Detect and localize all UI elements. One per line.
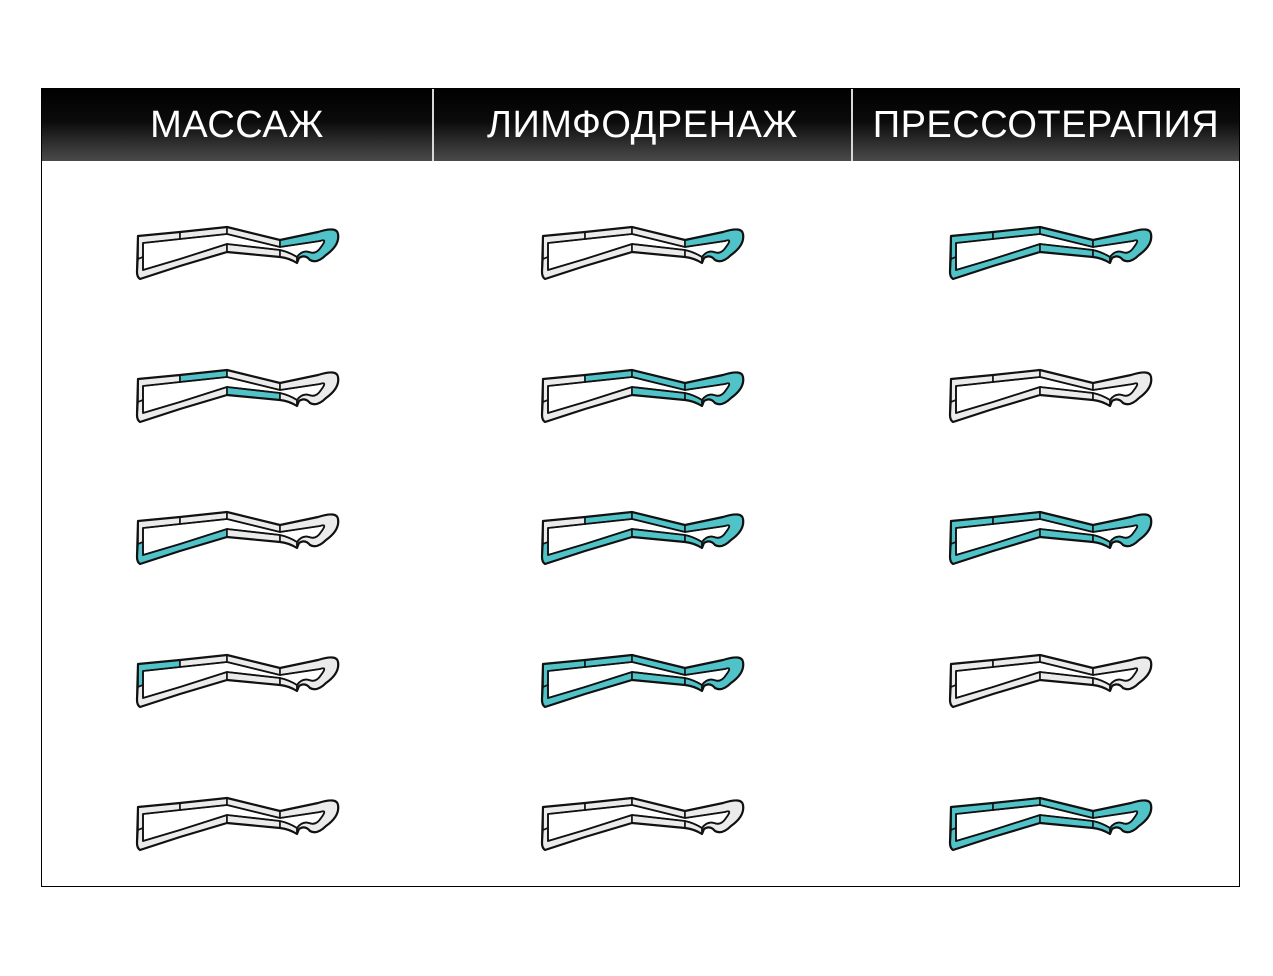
- leg-diagram-lymphodrainage-step-5: [539, 785, 749, 859]
- leg-outline: [948, 796, 1153, 852]
- leg-icon: [135, 653, 340, 709]
- leg-icon: [135, 510, 340, 566]
- leg-outline: [540, 510, 745, 566]
- leg-outline: [540, 653, 745, 709]
- leg-inner-outline: [955, 661, 1139, 699]
- tab-pressotherapy[interactable]: ПРЕССОТЕРАПИЯ: [851, 89, 1239, 161]
- leg-grid: [42, 161, 1239, 886]
- leg-inner-outline: [955, 233, 1139, 271]
- leg-inner-outline: [142, 376, 326, 414]
- leg-icon: [135, 796, 340, 852]
- leg-outline: [540, 796, 745, 852]
- leg-outline: [135, 653, 340, 709]
- leg-diagram-lymphodrainage-step-2: [539, 357, 749, 431]
- leg-outline: [948, 510, 1153, 566]
- leg-diagram-pressotherapy-step-3: [947, 499, 1157, 573]
- leg-inner-outline: [547, 804, 731, 842]
- leg-inner-outline: [955, 376, 1139, 414]
- leg-icon: [948, 510, 1153, 566]
- leg-outline: [135, 225, 340, 281]
- leg-diagram-pressotherapy-step-2: [947, 357, 1157, 431]
- leg-outline: [540, 368, 745, 424]
- leg-diagram-pressotherapy-step-5: [947, 785, 1157, 859]
- leg-inner-outline: [547, 518, 731, 556]
- leg-inner-outline: [142, 518, 326, 556]
- leg-icon: [948, 653, 1153, 709]
- tab-lymphodrainage[interactable]: ЛИМФОДРЕНАЖ: [432, 89, 851, 161]
- leg-inner-outline: [142, 233, 326, 271]
- leg-icon: [540, 510, 745, 566]
- mode-header: МАССАЖ ЛИМФОДРЕНАЖ ПРЕССОТЕРАПИЯ: [42, 89, 1239, 161]
- leg-outline: [948, 653, 1153, 709]
- leg-icon: [948, 368, 1153, 424]
- leg-diagram-massage-step-1: [134, 214, 344, 288]
- leg-inner-outline: [547, 233, 731, 271]
- leg-icon: [948, 796, 1153, 852]
- leg-icon: [948, 225, 1153, 281]
- leg-inner-outline: [142, 661, 326, 699]
- leg-diagram-lymphodrainage-step-3: [539, 499, 749, 573]
- leg-inner-outline: [142, 804, 326, 842]
- leg-outline: [540, 225, 745, 281]
- mode-panel: МАССАЖ ЛИМФОДРЕНАЖ ПРЕССОТЕРАПИЯ: [41, 88, 1240, 887]
- leg-diagram-lymphodrainage-step-4: [539, 642, 749, 716]
- leg-icon: [135, 368, 340, 424]
- leg-diagram-massage-step-5: [134, 785, 344, 859]
- leg-outline: [135, 510, 340, 566]
- leg-diagram-massage-step-2: [134, 357, 344, 431]
- leg-diagram-massage-step-3: [134, 499, 344, 573]
- leg-icon: [540, 225, 745, 281]
- leg-inner-outline: [955, 518, 1139, 556]
- leg-outline: [948, 225, 1153, 281]
- leg-diagram-lymphodrainage-step-1: [539, 214, 749, 288]
- leg-outline: [135, 796, 340, 852]
- leg-diagram-massage-step-4: [134, 642, 344, 716]
- leg-diagram-pressotherapy-step-1: [947, 214, 1157, 288]
- leg-inner-outline: [955, 804, 1139, 842]
- leg-inner-outline: [547, 661, 731, 699]
- leg-icon: [540, 368, 745, 424]
- leg-outline: [948, 368, 1153, 424]
- leg-inner-outline: [547, 376, 731, 414]
- leg-icon: [540, 653, 745, 709]
- leg-icon: [540, 796, 745, 852]
- leg-icon: [135, 225, 340, 281]
- tab-massage[interactable]: МАССАЖ: [150, 103, 324, 146]
- leg-diagram-pressotherapy-step-4: [947, 642, 1157, 716]
- leg-outline: [135, 368, 340, 424]
